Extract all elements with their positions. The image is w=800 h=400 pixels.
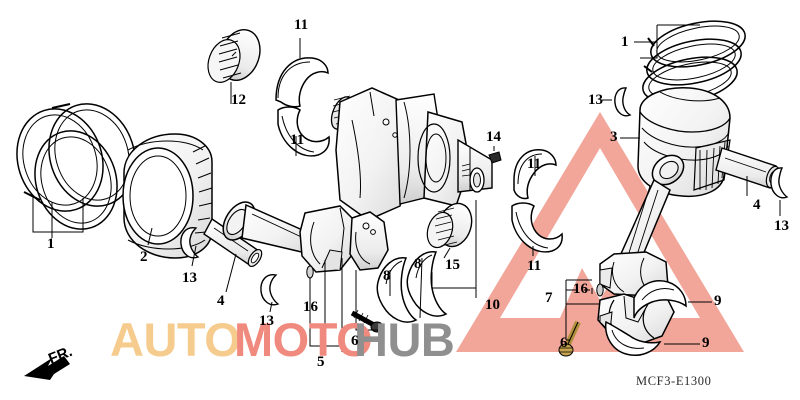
- piston-left: [122, 133, 213, 259]
- crankshaft: [330, 87, 493, 221]
- leader-bracket-5: [309, 258, 381, 352]
- rod-cap-center: [349, 211, 389, 271]
- connecting-rod-assembly: [222, 201, 357, 273]
- callout-9-a: 9: [714, 293, 722, 309]
- piston-ring-set-left: [16, 103, 136, 230]
- callout-16-left: 16: [303, 299, 318, 315]
- callout-5-rod: 5: [317, 354, 325, 370]
- rod-bearing-9b: [604, 320, 662, 356]
- callout-14-dowel: 14: [486, 129, 501, 145]
- clip-piston-pin-2: [260, 274, 280, 306]
- callout-13-clip-c: 13: [588, 92, 603, 108]
- clip-piston-pin-left: [180, 227, 200, 259]
- watermark-word-moto: MOTO: [234, 313, 373, 366]
- dowel-pin-16-left: [306, 265, 314, 279]
- main-bearing-upper-right: [513, 149, 557, 200]
- drawing-part-number: MCF3-E1300: [636, 374, 712, 388]
- watermark-word-auto: AUTO: [110, 313, 241, 366]
- connecting-rod-bearing-upper: [275, 57, 329, 108]
- connecting-rod-bearing-lower: [277, 106, 330, 157]
- callout-10-set: 10: [485, 297, 500, 313]
- main-bearing-lower-right: [511, 202, 563, 253]
- callout-15-bearing: 15: [445, 257, 460, 273]
- callout-9-b: 9: [702, 335, 710, 351]
- callout-6-bolt-left: 6: [351, 333, 359, 349]
- callout-7-cap: 7: [545, 290, 553, 306]
- crankpin-bearing-8a: [376, 257, 418, 323]
- dowel-pin-16-right: [596, 283, 604, 297]
- leader-bracket-right-1: [634, 24, 700, 59]
- dowel-pin-14: [488, 151, 502, 164]
- piston-right: [637, 87, 731, 198]
- callout-11-upper: 11: [294, 17, 309, 33]
- leader-15-10: [431, 200, 477, 298]
- rod-bearing-9a: [633, 280, 687, 319]
- clip-piston-pin-right: [602, 87, 632, 117]
- callout-6-bolt-right: 6: [560, 335, 568, 351]
- callout-8-b: 8: [414, 256, 422, 272]
- callout-11-right-upper: 11: [527, 156, 542, 172]
- callout-13-clip-d: 13: [774, 218, 789, 234]
- callout-13-clip-b: 13: [259, 313, 274, 329]
- callout-12-bearing: 12: [231, 92, 246, 108]
- callout-13-clip-a: 13: [182, 270, 197, 286]
- callout-11-lower: 11: [290, 132, 305, 148]
- needle-bearing-12: [207, 29, 261, 83]
- clip-piston-pin-right-2: [770, 167, 789, 216]
- ring-1-leader-bracket: [32, 196, 84, 238]
- callout-1-right: 1: [621, 34, 629, 50]
- callout-1-left: 1: [47, 236, 55, 252]
- callout-8-a: 8: [383, 268, 391, 284]
- leader-bracket-7: [565, 279, 600, 341]
- front-direction-arrow-icon: [24, 356, 70, 380]
- callout-16-right: 16: [573, 281, 588, 297]
- piston-ring-set-right: [642, 20, 746, 104]
- callout-4-pin-right: 4: [753, 197, 761, 213]
- watermark-word-hub: HUB: [354, 313, 455, 366]
- callout-4-pin-left: 4: [217, 293, 225, 309]
- needle-bearing-15: [426, 202, 473, 249]
- callout-11-right-lower: 11: [527, 258, 542, 274]
- callout-3-piston: 3: [610, 129, 618, 145]
- callout-2-piston: 2: [140, 249, 148, 265]
